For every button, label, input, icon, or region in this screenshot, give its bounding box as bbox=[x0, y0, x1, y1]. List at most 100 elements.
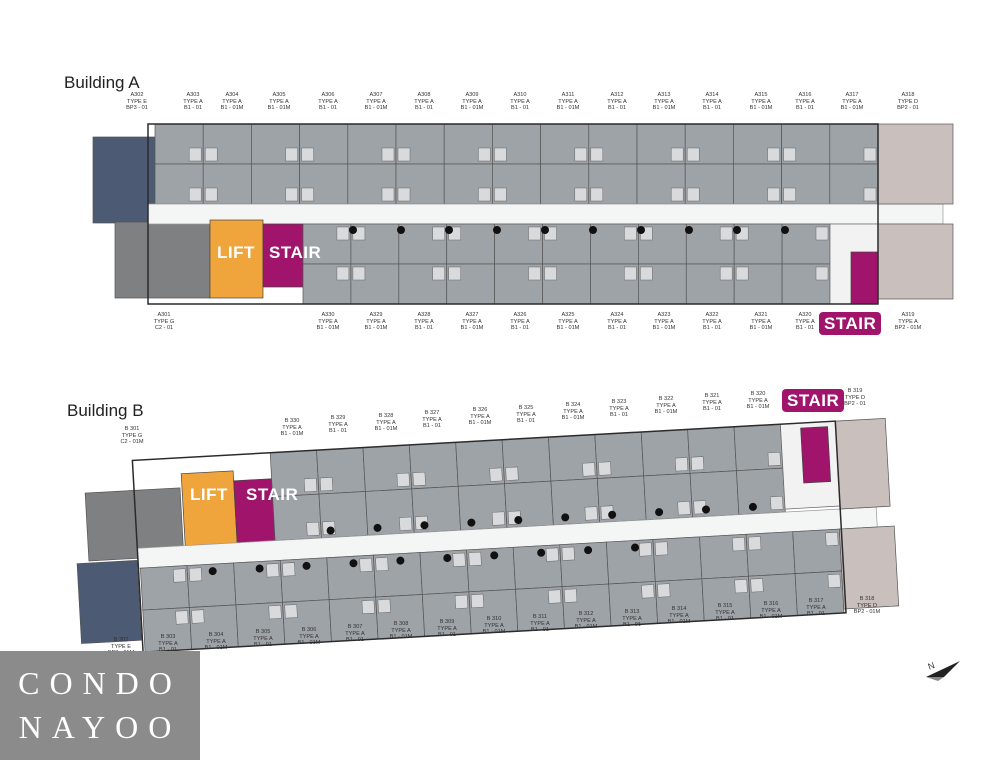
door-icon bbox=[584, 546, 593, 555]
unit-type: TYPE A bbox=[898, 318, 918, 325]
unit-type: TYPE A bbox=[437, 625, 457, 632]
unit-unit: A325 bbox=[561, 312, 575, 318]
unit-unit: A327 bbox=[465, 312, 479, 318]
bathroom bbox=[863, 147, 877, 162]
unit-code: B1 - 01M bbox=[561, 415, 585, 421]
bathroom bbox=[361, 599, 375, 615]
bathroom bbox=[641, 584, 655, 599]
unit-code: B1 - 01M bbox=[297, 640, 321, 646]
unit-unit: B 329 bbox=[330, 415, 346, 421]
unit-code: B1 - 01 bbox=[607, 105, 627, 111]
unit-type: TYPE A bbox=[576, 617, 596, 624]
door-icon bbox=[443, 554, 452, 563]
unit-type: TYPE A bbox=[702, 399, 722, 406]
unit-type: TYPE D bbox=[856, 602, 878, 609]
door-icon bbox=[493, 226, 501, 234]
unit-a318-block bbox=[877, 123, 954, 205]
bathroom bbox=[783, 147, 796, 162]
bathroom bbox=[285, 187, 298, 202]
unit-type: TYPE A bbox=[158, 640, 178, 647]
unit-type: TYPE A bbox=[414, 98, 434, 105]
unit-type: TYPE A bbox=[656, 402, 676, 409]
unit-type: TYPE A bbox=[563, 408, 583, 415]
bathroom bbox=[188, 187, 202, 202]
unit-unit: B 308 bbox=[393, 621, 409, 627]
unit-code: B1 - 01 bbox=[795, 325, 815, 331]
bathroom bbox=[284, 604, 298, 619]
unit-type: TYPE A bbox=[510, 318, 530, 325]
unit-type: TYPE A bbox=[654, 98, 674, 105]
bathroom bbox=[204, 147, 218, 162]
bathroom bbox=[175, 610, 189, 625]
unit-unit: A308 bbox=[417, 92, 431, 98]
bathroom bbox=[528, 226, 541, 241]
bathroom bbox=[719, 226, 733, 241]
unit-code: B1 - 01M bbox=[374, 426, 398, 432]
bathroom bbox=[598, 461, 612, 476]
unit-unit: A314 bbox=[705, 92, 719, 98]
unit-type: TYPE A bbox=[391, 627, 411, 634]
bathroom bbox=[548, 589, 562, 604]
bathroom bbox=[359, 557, 373, 573]
unit-unit: A317 bbox=[845, 92, 859, 98]
unit-code: B1 - 01 bbox=[422, 423, 442, 429]
bathroom bbox=[352, 266, 366, 281]
unit-type: TYPE A bbox=[345, 630, 365, 637]
bathroom bbox=[505, 466, 519, 481]
unit-code: BP2 - 01 bbox=[844, 401, 866, 407]
unit-unit: A321 bbox=[754, 312, 768, 318]
bathroom bbox=[381, 147, 395, 162]
door-icon bbox=[537, 548, 546, 557]
unit-unit: A328 bbox=[417, 312, 431, 318]
bathroom bbox=[590, 187, 604, 202]
unit-type: TYPE D bbox=[897, 98, 919, 105]
unit-type: TYPE A bbox=[609, 405, 629, 412]
unit-unit: A324 bbox=[610, 312, 624, 318]
door-icon bbox=[349, 559, 358, 568]
bathroom bbox=[172, 568, 187, 583]
bathroom bbox=[494, 187, 507, 202]
unit-code: BP3 - 01 bbox=[126, 105, 148, 111]
unit-code: B1 - 01 bbox=[609, 412, 629, 418]
unit-code: B1 - 01M bbox=[652, 325, 676, 331]
bathroom bbox=[686, 147, 700, 162]
unit-type: TYPE A bbox=[183, 98, 203, 105]
unit-type: TYPE A bbox=[484, 622, 504, 629]
unit-code: B1 - 01M bbox=[667, 619, 691, 625]
lift-core bbox=[180, 470, 238, 552]
unit-unit: B 313 bbox=[624, 609, 640, 615]
bathroom bbox=[306, 521, 320, 537]
unit-unit: A303 bbox=[186, 92, 200, 98]
unit-type: TYPE A bbox=[761, 607, 781, 614]
unit-unit: A315 bbox=[754, 92, 768, 98]
unit-type: TYPE G bbox=[121, 432, 143, 439]
lift-core bbox=[209, 219, 264, 299]
door-icon bbox=[302, 561, 311, 570]
bathroom bbox=[336, 266, 350, 281]
unit-type: TYPE E bbox=[127, 98, 147, 105]
condo-nayoo-watermark: CONDO NAYOO bbox=[0, 651, 200, 760]
unit-code: B1 - 01M bbox=[746, 404, 770, 410]
bathroom bbox=[735, 266, 749, 281]
unit-unit: A306 bbox=[321, 92, 335, 98]
unit-type: TYPE A bbox=[702, 318, 722, 325]
unit-unit: A302 bbox=[130, 92, 144, 98]
unit-code: B1 - 01M bbox=[654, 409, 678, 415]
door-icon bbox=[467, 518, 476, 527]
unit-unit: B 303 bbox=[160, 634, 176, 640]
unit-type: TYPE A bbox=[715, 609, 735, 616]
bathroom bbox=[686, 187, 700, 202]
bathroom bbox=[561, 546, 575, 561]
bathroom bbox=[815, 226, 829, 241]
unit-type: TYPE A bbox=[516, 411, 536, 418]
unit-code: B1 - 01 bbox=[414, 105, 434, 111]
bathroom bbox=[432, 226, 445, 241]
